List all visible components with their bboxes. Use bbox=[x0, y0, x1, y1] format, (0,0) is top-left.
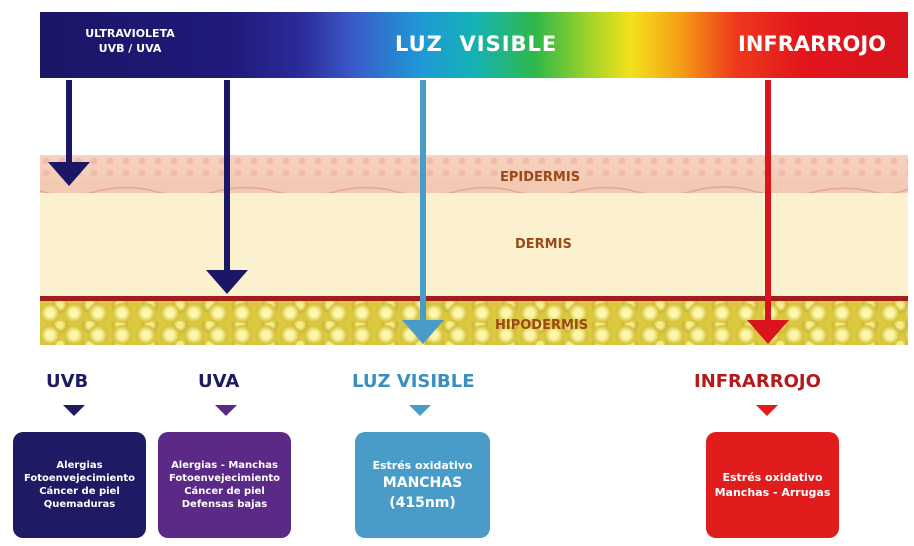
visible-light-effects-box: Estrés oxidativo MANCHAS (415nm) bbox=[355, 432, 490, 538]
uva-effects-box: Alergias - Manchas Fotoenvejecimiento Cá… bbox=[158, 432, 291, 538]
uvb-effect: Cáncer de piel bbox=[39, 485, 120, 498]
uvb-effect: Alergias bbox=[56, 459, 102, 472]
uva-effect: Defensas bajas bbox=[182, 498, 268, 511]
uvb-pointer bbox=[63, 405, 85, 416]
visible-light-penetration-arrow bbox=[398, 80, 448, 346]
visible-light-effect: (415nm) bbox=[389, 493, 456, 513]
ultraviolet-label-line2: UVB / UVA bbox=[99, 42, 162, 55]
infrared-effect: Manchas - Arrugas bbox=[715, 485, 831, 500]
infrared-pointer bbox=[756, 405, 778, 416]
ultraviolet-label: ULTRAVIOLETA UVB / UVA bbox=[60, 26, 200, 56]
hypodermis-label: HIPODERMIS bbox=[495, 318, 588, 333]
uvb-title: UVB bbox=[46, 371, 88, 392]
uvb-effect: Quemaduras bbox=[44, 498, 115, 511]
infrared-title: INFRARROJO bbox=[694, 371, 821, 392]
visible-light-effect: MANCHAS bbox=[383, 473, 462, 493]
ultraviolet-label-line1: ULTRAVIOLETA bbox=[85, 27, 175, 40]
visible-light-pointer bbox=[409, 405, 431, 416]
epidermis-label: EPIDERMIS bbox=[500, 170, 580, 185]
uva-title: UVA bbox=[198, 371, 239, 392]
uva-effect: Alergias - Manchas bbox=[171, 459, 278, 472]
uva-effect: Cáncer de piel bbox=[184, 485, 265, 498]
uvb-penetration-arrow bbox=[44, 80, 94, 190]
uvb-effects-box: Alergias Fotoenvejecimiento Cáncer de pi… bbox=[13, 432, 146, 538]
visible-light-title: LUZ VISIBLE bbox=[352, 371, 475, 392]
visible-light-effect: Estrés oxidativo bbox=[372, 458, 472, 473]
visible-light-label: LUZ VISIBLE bbox=[395, 32, 557, 56]
infrared-effect: Estrés oxidativo bbox=[722, 470, 822, 485]
infrared-effects-box: Estrés oxidativo Manchas - Arrugas bbox=[706, 432, 839, 538]
infrared-penetration-arrow bbox=[743, 80, 793, 346]
dermis-label: DERMIS bbox=[515, 237, 572, 252]
infrared-label: INFRARROJO bbox=[738, 32, 886, 56]
uva-pointer bbox=[215, 405, 237, 416]
uva-effect: Fotoenvejecimiento bbox=[169, 472, 280, 485]
uvb-effect: Fotoenvejecimiento bbox=[24, 472, 135, 485]
uva-penetration-arrow bbox=[202, 80, 252, 298]
